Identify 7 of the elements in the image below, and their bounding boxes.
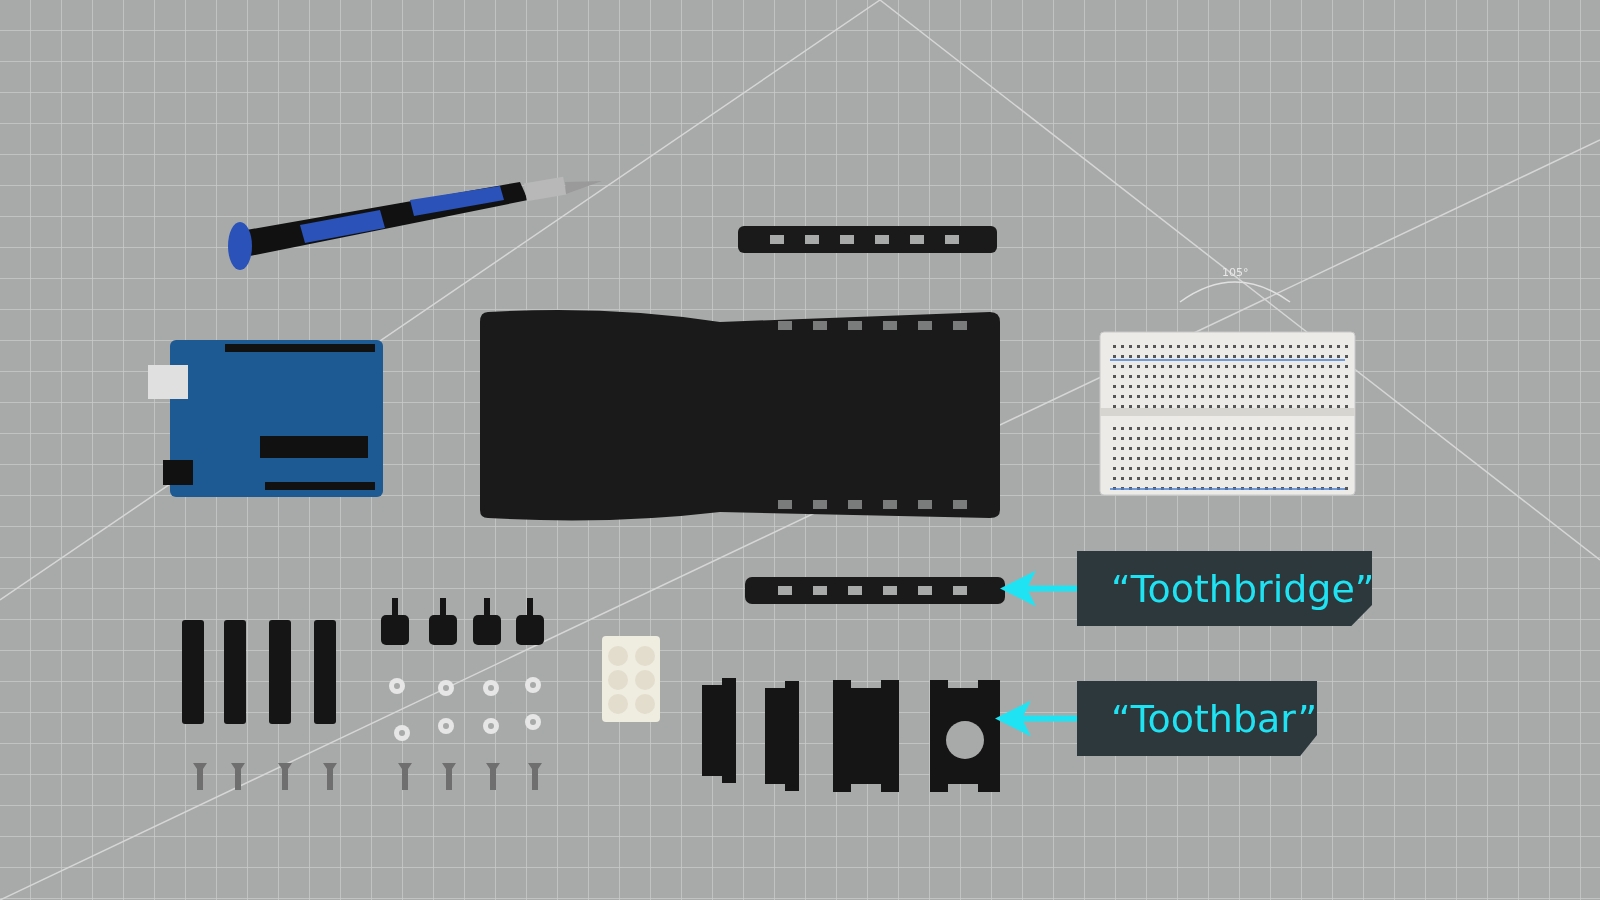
arrow bbox=[1000, 570, 1077, 607]
angle-mark-text: 105° bbox=[1222, 266, 1249, 279]
toothbar-parts-drawing bbox=[702, 678, 1000, 792]
label-tag: “Toothbar” bbox=[1077, 681, 1317, 756]
arrow bbox=[995, 700, 1077, 737]
label-tag: “Toothbridge” bbox=[1077, 551, 1372, 626]
toothbridge-part-drawing bbox=[745, 577, 1005, 604]
